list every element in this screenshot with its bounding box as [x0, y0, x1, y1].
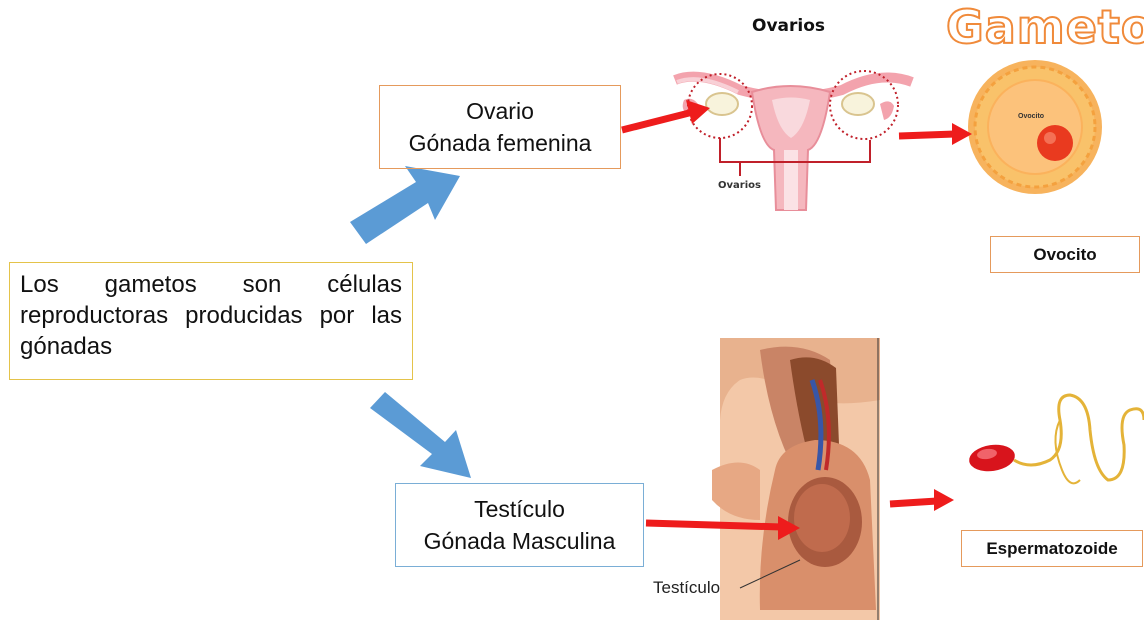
- ovarios-heading: Ovarios: [752, 16, 825, 36]
- ovocito-cell-illustration: [968, 60, 1102, 194]
- ovocito-cell-label: Ovocito: [1018, 113, 1044, 120]
- testiculo-label: Testículo: [653, 578, 720, 598]
- testiculo-subtitle: Gónada Masculina: [396, 525, 643, 557]
- testiculo-title: Testículo: [396, 493, 643, 525]
- ovaries-illustration: [675, 71, 912, 210]
- red-arrow-ovocito: [899, 123, 972, 145]
- red-arrow-ovario: [622, 100, 710, 130]
- espermatozoide-box: Espermatozoide: [961, 530, 1143, 567]
- red-arrow-espermatozoide: [890, 489, 954, 511]
- testicle-illustration: [712, 338, 880, 620]
- intro-text-box: Los gametos son células reproductoras pr…: [9, 262, 413, 380]
- ovario-box: Ovario Gónada femenina: [379, 85, 621, 169]
- gametos-heading: Gametos: [946, 0, 1144, 54]
- blue-arrow-down: [370, 392, 471, 478]
- ovario-subtitle: Gónada femenina: [380, 127, 620, 159]
- testiculo-box: Testículo Gónada Masculina: [395, 483, 644, 567]
- ovarios-label: Ovarios: [718, 180, 761, 191]
- intro-text: Los gametos son células reproductoras pr…: [20, 271, 402, 360]
- blue-arrow-up: [350, 166, 460, 244]
- spermatozoid-illustration: [967, 395, 1144, 483]
- ovocito-box: Ovocito: [990, 236, 1140, 273]
- ovario-title: Ovario: [380, 95, 620, 127]
